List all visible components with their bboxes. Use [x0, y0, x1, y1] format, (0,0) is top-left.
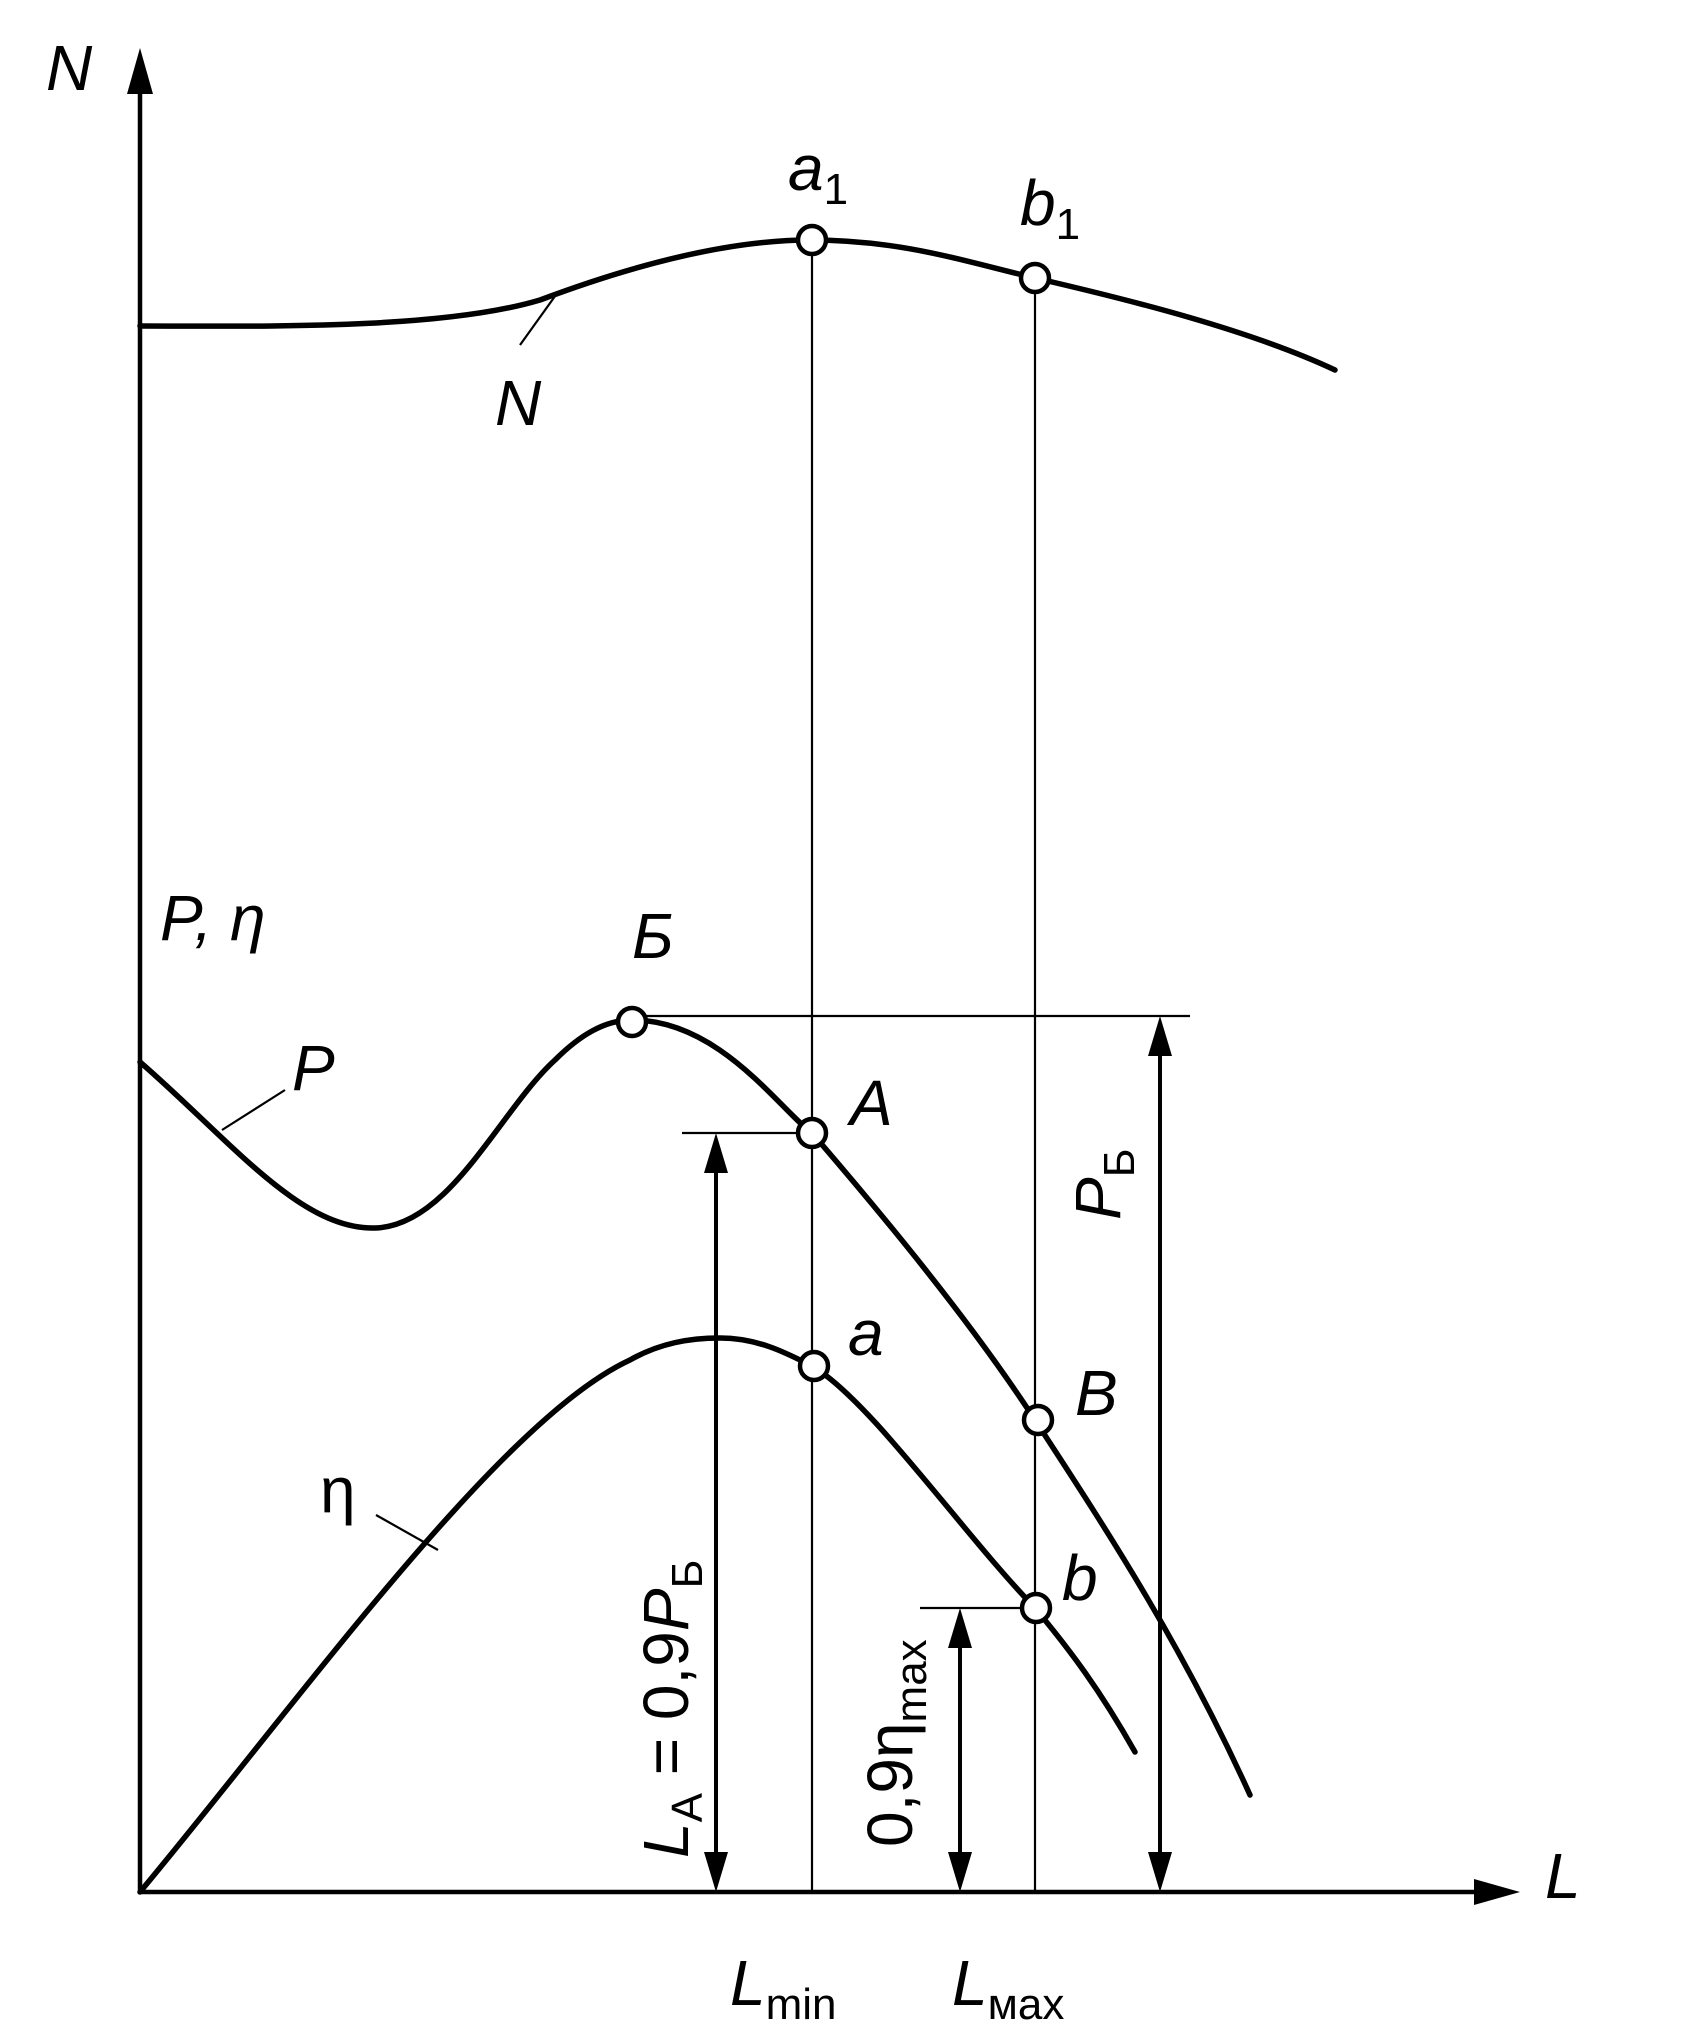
x-tick-L-max: Lмах	[952, 1947, 1064, 2029]
point-A	[795, 1116, 829, 1150]
curve-N	[137, 237, 1338, 373]
curve-N-leader	[519, 291, 559, 346]
point-b1-sub: 1	[1056, 200, 1080, 249]
curve-P	[137, 1017, 1253, 1798]
x-tick-L-max-sub: мах	[988, 1980, 1065, 2029]
point-a1-base: a	[788, 132, 824, 204]
dim-L-A-arrow-bottom	[704, 1852, 728, 1892]
dim-L-A-p: P	[630, 1588, 702, 1631]
x-tick-L-max-base: L	[952, 1947, 988, 2019]
dim-P-B-sub: Б	[1095, 1148, 1144, 1177]
point-a	[797, 1349, 831, 1383]
point-b1-label: b1	[1020, 167, 1080, 249]
x-axis-label-L: L	[1545, 1840, 1581, 1912]
x-tick-L-min-sub: min	[766, 1980, 837, 2029]
point-a1-sub: 1	[824, 165, 848, 214]
y-axis-label-P-eta: P, η	[160, 882, 266, 954]
dim-eta-arrow-bottom	[948, 1852, 972, 1892]
y-axis-label-N: N	[46, 32, 93, 104]
point-B-cyr-label: Б	[632, 900, 674, 972]
x-tick-L-min-base: L	[730, 1947, 766, 2019]
point-A-label: A	[846, 1067, 893, 1139]
dim-eta-arrow-top	[948, 1608, 972, 1648]
curve-eta-leader	[375, 1514, 439, 1551]
point-B	[1021, 1403, 1055, 1437]
dim-eta-label: 0,9ηmax	[854, 1639, 936, 1847]
dim-L-A-sub: A	[663, 1792, 712, 1822]
point-b	[1019, 1591, 1053, 1625]
dim-eta-sub: max	[887, 1639, 936, 1722]
dim-L-A-rest: = 0,9	[630, 1631, 702, 1793]
point-b1	[1018, 261, 1052, 295]
dim-L-A-label: LA = 0,9PБ	[630, 1560, 712, 1858]
dim-L-A-p-sub: Б	[663, 1560, 712, 1589]
point-B-cyr	[615, 1005, 649, 1039]
point-b1-base: b	[1020, 167, 1056, 239]
x-axis-arrowhead	[1474, 1879, 1520, 1905]
dim-L-A-base: L	[630, 1822, 702, 1858]
dim-P-B-arrow-top	[1148, 1016, 1172, 1056]
dim-eta-base: 0,9η	[854, 1722, 926, 1847]
x-tick-L-min: Lmin	[730, 1947, 837, 2029]
curve-P-leader	[221, 1089, 286, 1131]
point-a-label: a	[848, 1297, 884, 1369]
dim-L-A-arrow-top	[704, 1133, 728, 1173]
dim-P-B-label: PБ	[1062, 1148, 1144, 1220]
point-a1	[795, 223, 829, 257]
point-a1-label: a1	[788, 132, 848, 214]
curve-P-label: P	[292, 1032, 335, 1104]
curve-N-label: N	[495, 367, 542, 439]
dim-P-B-arrow-bottom	[1148, 1852, 1172, 1892]
dim-P-B-base: P	[1062, 1177, 1134, 1220]
point-B-label: B	[1075, 1357, 1118, 1429]
y-axis-arrowhead	[127, 48, 153, 94]
point-b-label: b	[1062, 1542, 1098, 1614]
curve-eta-label: η	[320, 1454, 356, 1526]
